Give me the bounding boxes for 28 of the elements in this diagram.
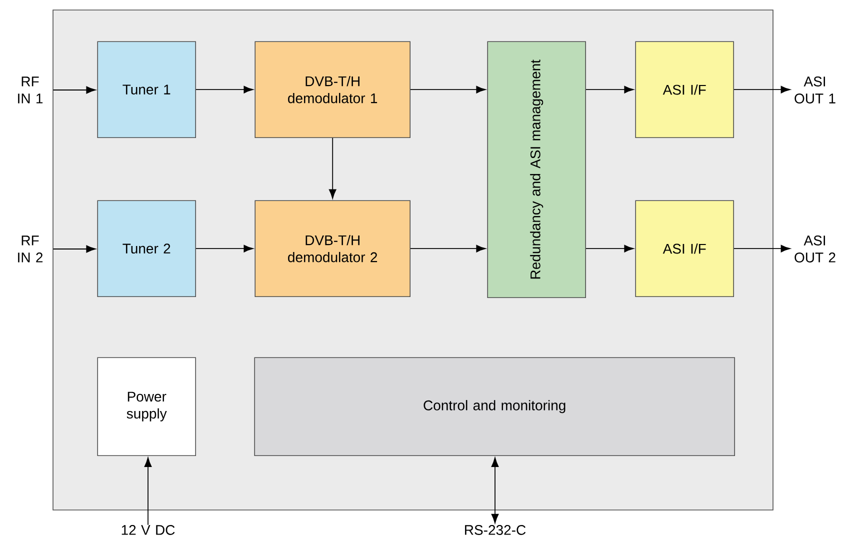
arrow (734, 86, 790, 94)
interface-label: RS-232-C (465, 525, 526, 535)
arrow (410, 244, 486, 252)
arrow (491, 457, 499, 524)
arrow (52, 86, 96, 94)
interface-box: ASI I/F (635, 41, 734, 138)
interface-box: ASI I/F (635, 200, 734, 297)
arrow (196, 86, 254, 94)
input-label: RF IN 1 (18, 76, 43, 104)
input-label: RF IN 2 (18, 236, 43, 262)
demodulator-box: DVB-T/H demodulator 1 (254, 41, 410, 138)
arrow (586, 244, 634, 252)
arrow (144, 457, 152, 526)
control-box: Control and monitoring (254, 357, 735, 456)
tuner-box: Tuner 2 (97, 200, 196, 297)
arrow (410, 86, 486, 94)
output-label: ASI OUT 1 (794, 76, 836, 104)
arrow (52, 245, 96, 253)
input-label: 12 V DC (122, 525, 175, 535)
arrow (734, 244, 790, 252)
tuner-box: Tuner 1 (97, 41, 196, 138)
arrow (196, 244, 254, 252)
power-supply-box: Power supply (97, 357, 196, 456)
arrow (586, 86, 634, 94)
demodulator-box: DVB-T/H demodulator 2 (254, 200, 410, 297)
arrow (328, 138, 336, 199)
management-box: Redundancy and ASI management (487, 41, 586, 298)
output-label: ASI OUT 2 (794, 236, 836, 262)
